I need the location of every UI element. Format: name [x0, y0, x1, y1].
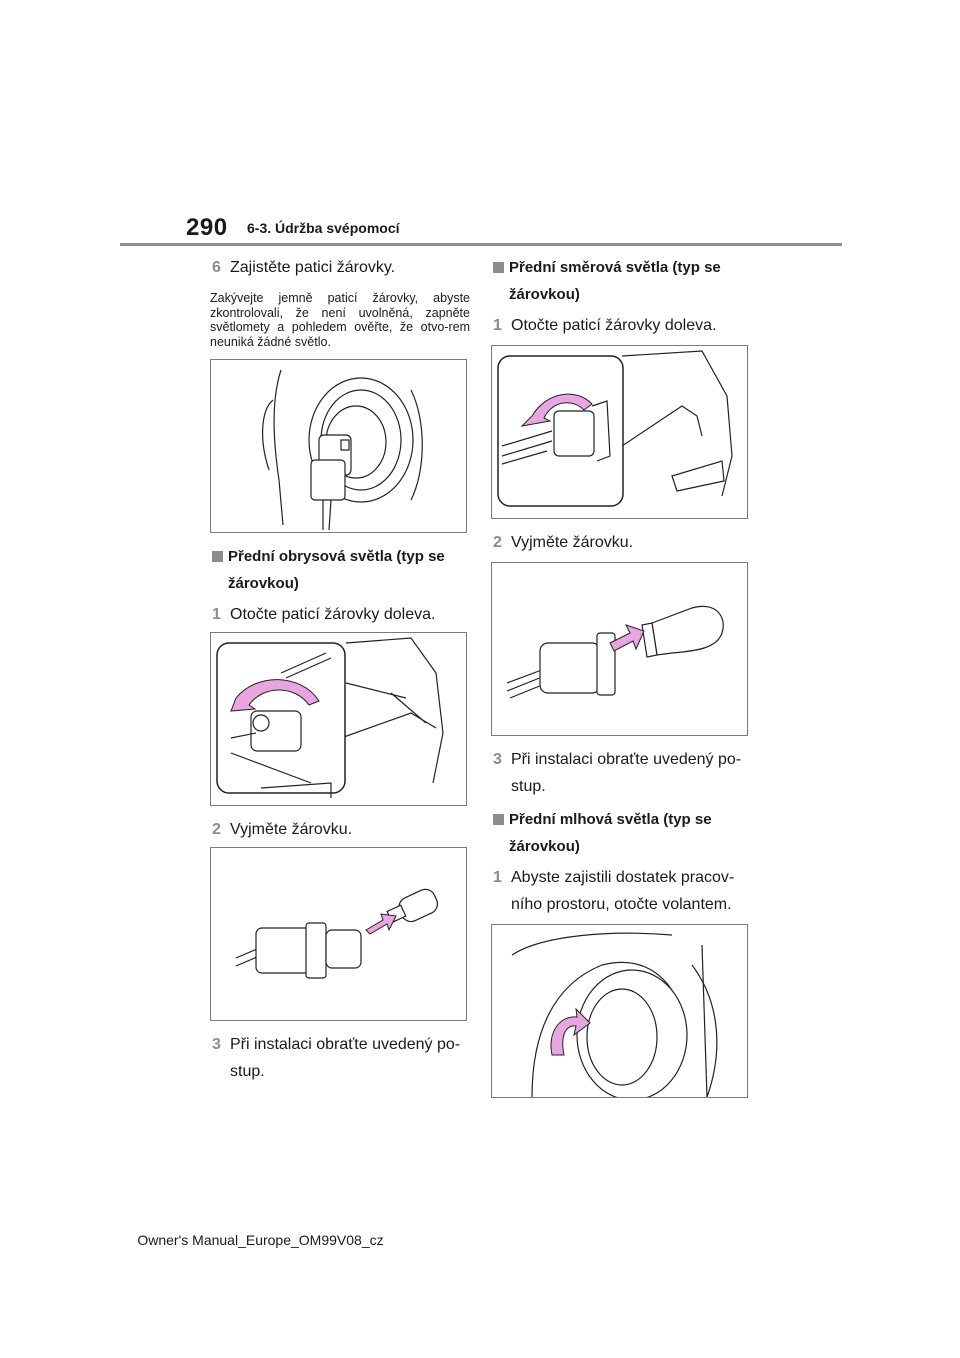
step-number: 6 — [212, 259, 221, 276]
section-title: 6-3. Údržba svépomocí — [247, 220, 400, 236]
header-divider — [120, 243, 842, 246]
illustration-side-light-bulb — [235, 888, 439, 979]
sl-step-3: 3 Při instalaci obraťte uvedený po-stup. — [210, 1031, 470, 1085]
illustration-bulb-socket — [262, 369, 423, 531]
step-6: 6 Zajistěte patici žárovky. — [210, 254, 470, 281]
square-bullet-icon — [212, 551, 223, 562]
page-number: 290 — [186, 214, 228, 241]
fog-step-1: 1 Abyste zajistili dostatek pracov-ního … — [491, 864, 751, 918]
heading-text: Přední obrysová světla (typ se žárovkou) — [228, 548, 445, 592]
ts-step-3: 3 Při instalaci obraťte uvedený po-stup. — [491, 746, 751, 800]
left-column: 6 Zajistěte patici žárovky. Zakývejte je… — [210, 254, 470, 1089]
ts-step-1: 1 Otočte paticí žárovky doleva. — [491, 312, 751, 339]
figure-turn-signal-rotate — [491, 345, 748, 519]
figure-fog-light-steering — [491, 924, 748, 1098]
figure-side-light-remove-bulb — [210, 847, 467, 1021]
heading-text: Přední mlhová světla (typ se žárovkou) — [509, 811, 712, 855]
step-text: Abyste zajistili dostatek pracov-ního pr… — [511, 869, 735, 913]
step-text: Otočte paticí žárovky doleva. — [230, 606, 436, 623]
step-number: 3 — [493, 751, 502, 768]
step-number: 1 — [493, 869, 502, 886]
figure-bulb-socket-secure — [210, 359, 467, 533]
step-text: Vyjměte žárovku. — [511, 534, 634, 551]
sl-step-1: 1 Otočte paticí žárovky doleva. — [210, 601, 470, 628]
step-text: Vyjměte žárovku. — [230, 821, 353, 838]
right-column: Přední směrová světla (typ se žárovkou) … — [491, 254, 751, 1108]
figure-turn-signal-remove-bulb — [491, 562, 748, 736]
illustration-turn-signal-bulb — [506, 605, 724, 699]
square-bullet-icon — [493, 262, 504, 273]
footer-text: Owner's Manual_Europe_OM99V08_cz — [137, 1232, 384, 1248]
step-text: Otočte paticí žárovky doleva. — [511, 317, 717, 334]
step-number: 1 — [493, 317, 502, 334]
illustration-turn-signal — [497, 350, 733, 507]
illustration-wheel-turned — [511, 932, 718, 1097]
step-text: Zajistěte patici žárovky. — [230, 259, 396, 276]
figure-side-light-rotate — [210, 632, 467, 806]
illustration-side-light — [216, 637, 444, 798]
step-text: Při instalaci obraťte uvedený po-stup. — [511, 751, 742, 795]
step-number: 2 — [212, 821, 221, 838]
heading-fog-lights: Přední mlhová světla (typ se žárovkou) — [491, 806, 751, 860]
heading-turn-signals: Přední směrová světla (typ se žárovkou) — [491, 254, 751, 308]
sl-step-2: 2 Vyjměte žárovku. — [210, 816, 470, 843]
step-number: 2 — [493, 534, 502, 551]
heading-side-lights: Přední obrysová světla (typ se žárovkou) — [210, 543, 470, 597]
heading-text: Přední směrová světla (typ se žárovkou) — [509, 259, 721, 303]
step-text: Při instalaci obraťte uvedený po-stup. — [230, 1036, 461, 1080]
ts-step-2: 2 Vyjměte žárovku. — [491, 529, 751, 556]
step-number: 1 — [212, 606, 221, 623]
square-bullet-icon — [493, 814, 504, 825]
note-text: Zakývejte jemně paticí žárovky, abyste z… — [210, 291, 470, 349]
step-number: 3 — [212, 1036, 221, 1053]
